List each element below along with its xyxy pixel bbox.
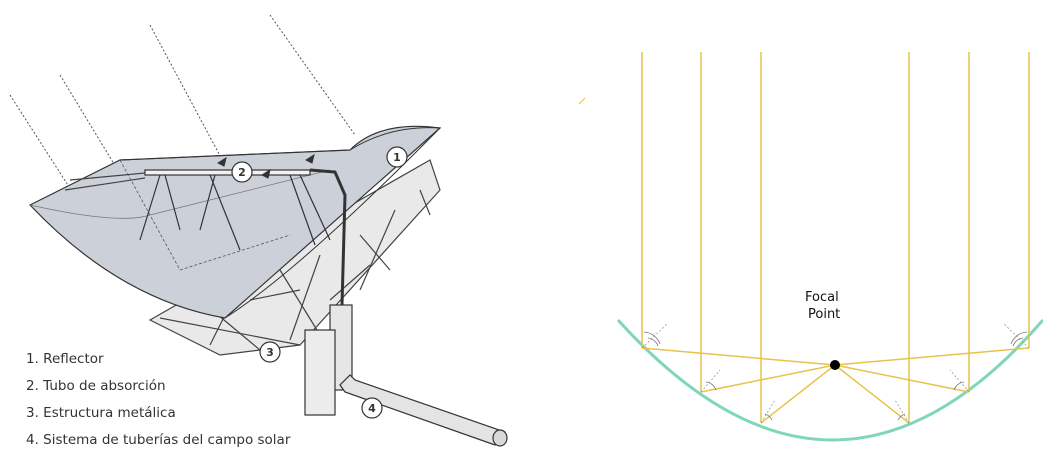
angle-arcs (643, 331, 1028, 421)
component-legend: 1. Reflector 2. Tubo de absorción 3. Est… (26, 346, 290, 454)
callout-3: 3 (259, 341, 281, 363)
svg-text:2: 2 (238, 166, 246, 179)
pipe-system (304, 304, 508, 447)
trough-collector-illustration: 1 2 3 4 (9, 14, 508, 447)
callout-2: 2 (231, 161, 253, 183)
focal-point (830, 360, 840, 370)
callout-1: 1 (386, 146, 408, 168)
surface-normals (641, 322, 1030, 424)
flow-arrows (216, 153, 315, 179)
svg-text:4: 4 (368, 402, 376, 415)
legend-item-metal-structure: 3. Estructura metálica (26, 405, 176, 421)
legend-item-reflector: 1. Reflector (26, 351, 104, 367)
reflected-rays (641, 347, 1030, 424)
absorber-tube (64, 168, 347, 306)
parabola-mirror (616, 318, 1043, 442)
svg-text:1: 1 (393, 151, 401, 164)
legend-item-absorber-tube: 2. Tubo de absorción (26, 378, 166, 394)
focal-label-line2: Point (808, 307, 840, 322)
stray-mark (578, 97, 586, 105)
focal-label-line1: Focal (805, 290, 839, 305)
incoming-rays (641, 52, 1030, 423)
svg-text:3: 3 (266, 346, 274, 359)
callout-4: 4 (361, 397, 383, 419)
parabola-focus-diagram: Focal Point (578, 52, 1043, 442)
legend-item-pipe-system: 4. Sistema de tuberías del campo solar (26, 432, 291, 448)
